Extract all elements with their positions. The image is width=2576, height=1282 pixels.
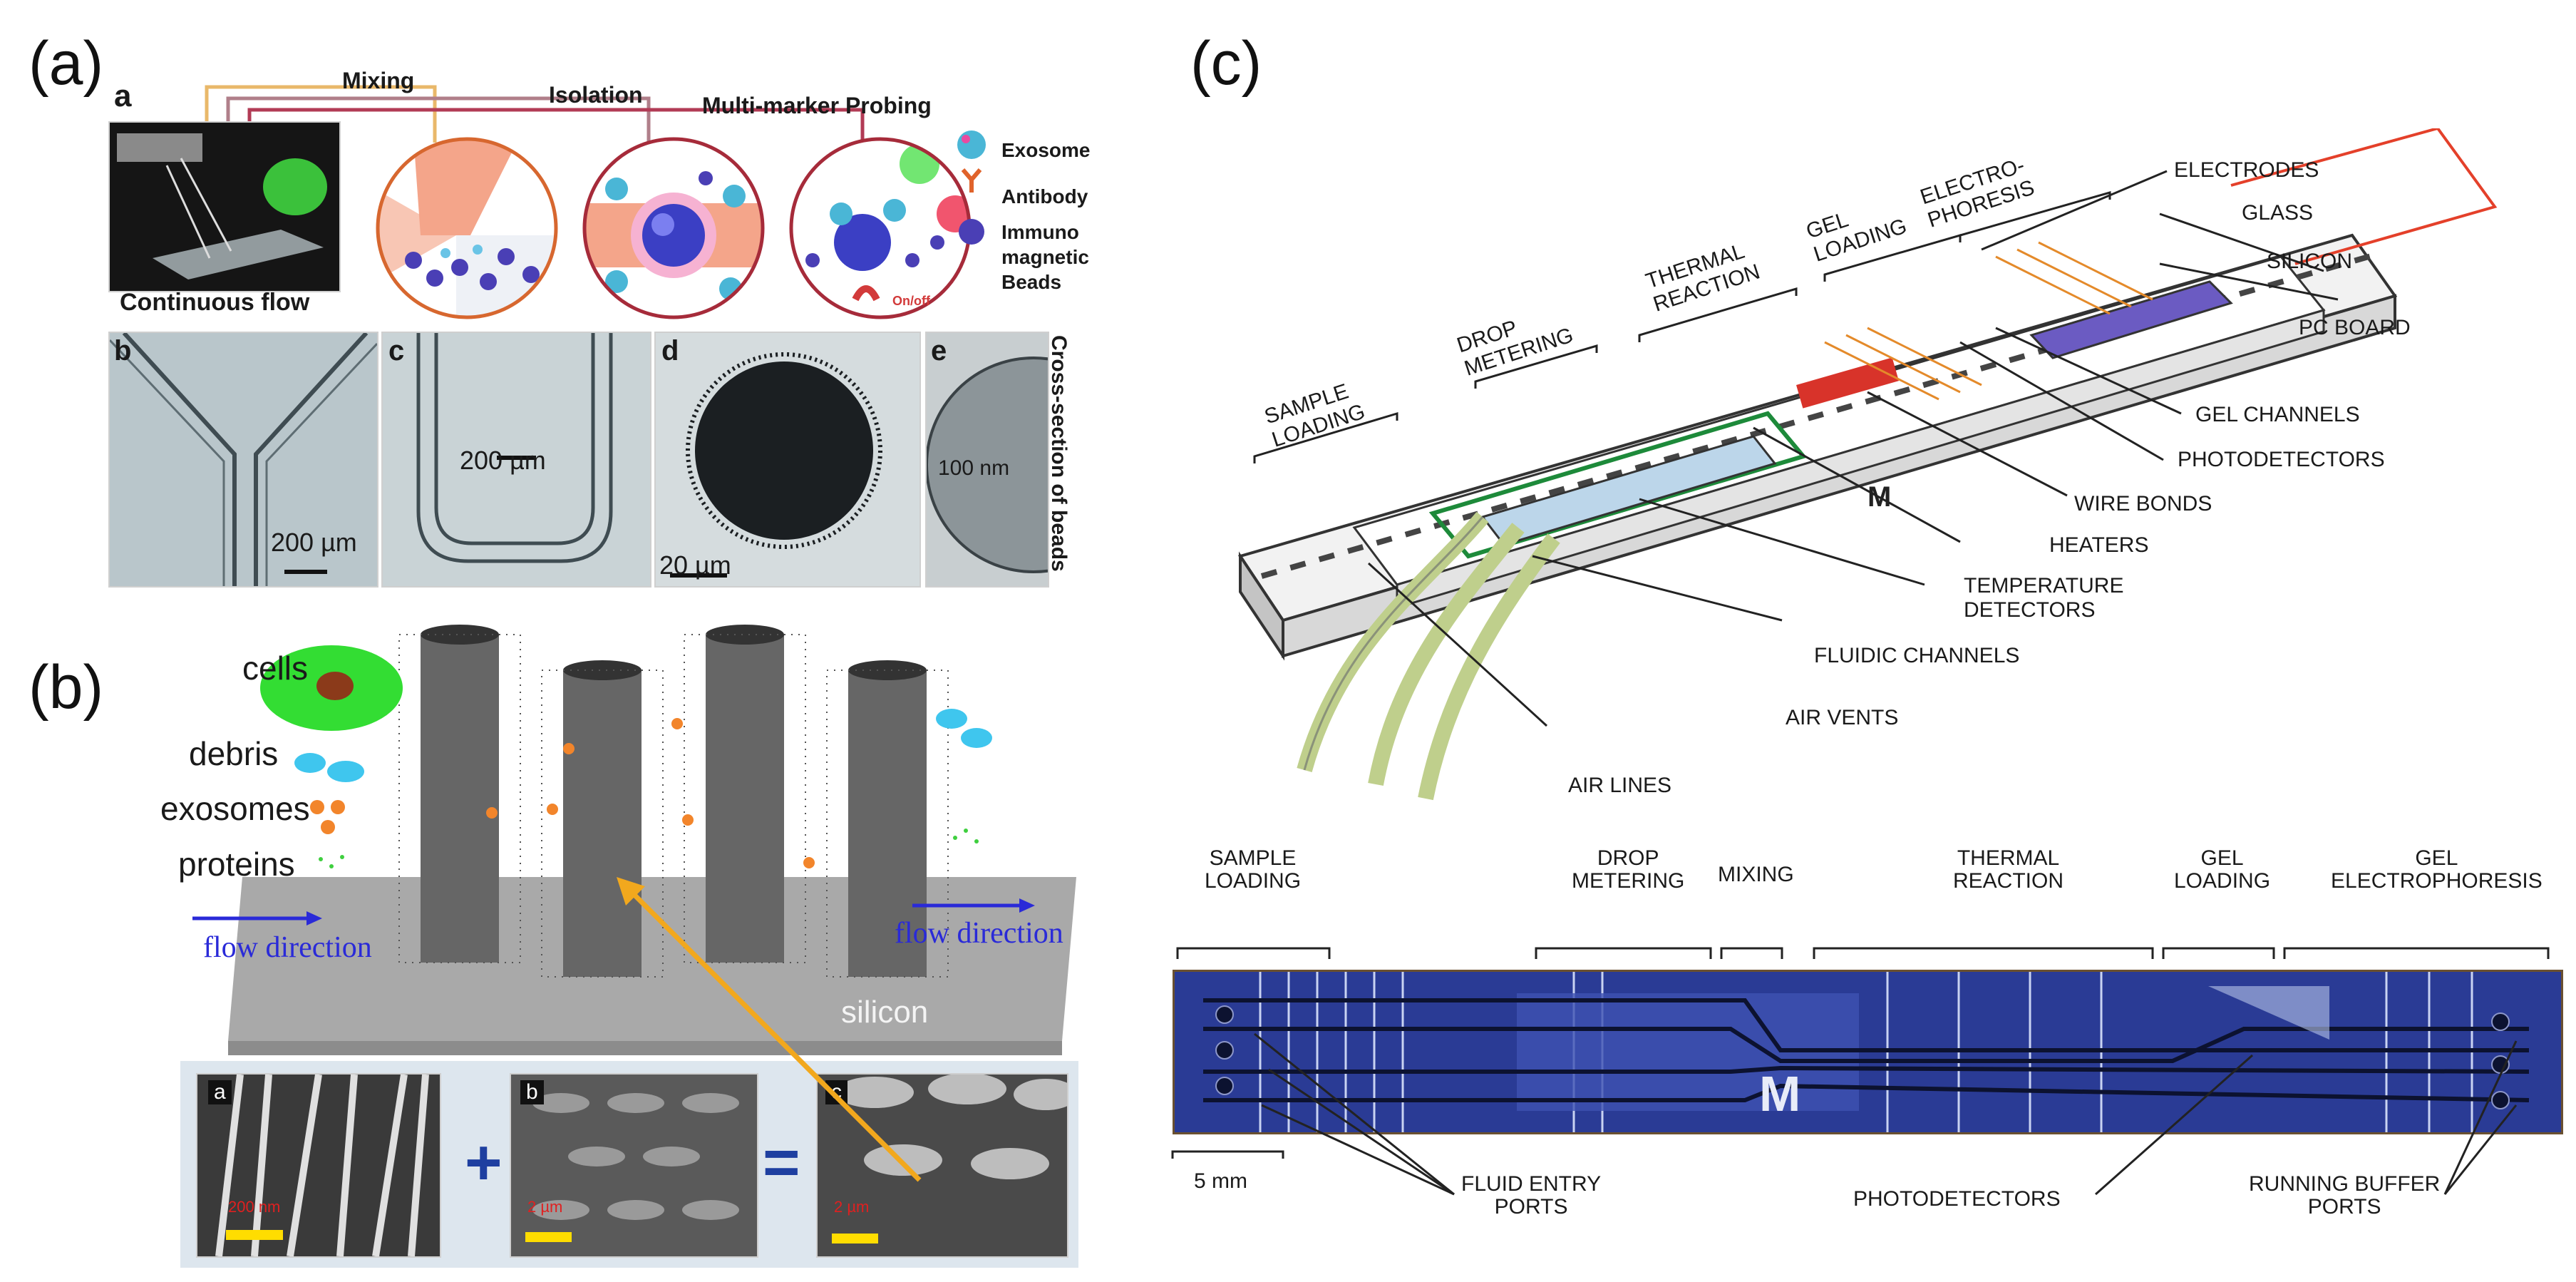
schem-pc-board: PC BOARD bbox=[2299, 316, 2411, 339]
equals-sign: = bbox=[763, 1127, 800, 1199]
zoom-pointer-arrow bbox=[617, 877, 922, 1182]
label-cells: cells bbox=[242, 650, 309, 687]
probing-circle bbox=[789, 137, 972, 319]
legend-icons bbox=[957, 130, 986, 245]
micrograph-b bbox=[108, 332, 378, 588]
sem-a-letter: a bbox=[208, 1080, 232, 1104]
device-photo bbox=[108, 121, 341, 292]
schem-silicon: SILICON bbox=[2267, 250, 2353, 273]
schem-heaters: HEATERS bbox=[2049, 533, 2149, 557]
schem-wire-bonds: WIRE BONDS bbox=[2074, 492, 2212, 516]
sem-b-letter: b bbox=[520, 1080, 544, 1104]
panel-b-letter: (b) bbox=[29, 653, 104, 722]
micrograph-d-letter: d bbox=[661, 335, 679, 366]
chip-scale-label: 5 mm bbox=[1194, 1169, 1247, 1193]
substrate-label: silicon bbox=[841, 995, 929, 1030]
sem-c-scale: 2 µm bbox=[834, 1198, 870, 1216]
pillar bbox=[541, 660, 664, 978]
micrograph-e-letter: e bbox=[931, 335, 947, 366]
micrograph-d-scale: 20 µm bbox=[659, 550, 731, 580]
flow-label-left: flow direction bbox=[203, 931, 372, 964]
pillar bbox=[826, 660, 949, 978]
chip-schematic: M bbox=[1237, 128, 2498, 801]
panel-a-letter: (a) bbox=[29, 29, 104, 98]
label-debris: debris bbox=[189, 735, 279, 772]
schem-air-lines: AIR LINES bbox=[1568, 774, 1672, 797]
label-proteins: proteins bbox=[178, 846, 295, 883]
nanowire-diagram bbox=[192, 625, 1076, 1055]
stage-label-probing: Multi-marker Probing bbox=[702, 93, 932, 118]
sem-b-scale: 2 µm bbox=[527, 1198, 563, 1216]
stage-circles bbox=[376, 137, 972, 319]
flow-label-right: flow direction bbox=[895, 917, 1063, 950]
legend-antibody: Antibody bbox=[1001, 185, 1088, 207]
micrograph-e-side-label: Cross-section of beads bbox=[1047, 335, 1071, 572]
legend-magnetic: magnetic bbox=[1001, 246, 1089, 268]
chip-photo-mark: M bbox=[1759, 1066, 1800, 1122]
legend-beads: Beads bbox=[1001, 271, 1062, 293]
micrograph-e bbox=[925, 332, 1049, 588]
schem-fluidic-channels: FLUIDIC CHANNELS bbox=[1814, 644, 2020, 667]
plus-sign: + bbox=[465, 1127, 503, 1199]
section-brackets bbox=[1176, 947, 2550, 959]
chip-scale-bar bbox=[1171, 1150, 1284, 1159]
sem-image-a bbox=[196, 1073, 441, 1258]
isolation-circle bbox=[582, 137, 765, 319]
schem-electrodes: ELECTRODES bbox=[2174, 158, 2319, 182]
micrograph-b-letter: b bbox=[114, 335, 132, 366]
chip-photo: M bbox=[1173, 970, 2563, 1134]
legend-immuno: Immuno bbox=[1001, 221, 1079, 243]
micrograph-d bbox=[654, 332, 921, 588]
label-exosomes: exosomes bbox=[160, 790, 310, 827]
magnet-label: On/off bbox=[892, 294, 930, 308]
photo-photodetectors: PHOTODETECTORS bbox=[1853, 1187, 2061, 1211]
photo-label-mixing: MIXING bbox=[1718, 863, 1794, 886]
micrograph-b-scale: 200 µm bbox=[271, 528, 357, 557]
mixing-circle bbox=[376, 137, 558, 319]
micrograph-c-scale: 200 µm bbox=[460, 446, 546, 475]
schem-glass: GLASS bbox=[2242, 201, 2314, 225]
chip-mark: M bbox=[1867, 481, 1891, 513]
sem-image-c bbox=[816, 1073, 1068, 1258]
micrograph-c bbox=[381, 332, 651, 588]
sem-image-b bbox=[510, 1073, 758, 1258]
micrograph-c-letter: c bbox=[388, 335, 405, 366]
panel-a-sub-letter: a bbox=[114, 78, 132, 113]
legend-exosome: Exosome bbox=[1001, 139, 1091, 161]
pillar bbox=[684, 625, 806, 963]
callout-leaders bbox=[1254, 1032, 2518, 1196]
sem-a-scale: 200 nm bbox=[228, 1198, 281, 1216]
schem-photodetectors: PHOTODETECTORS bbox=[2178, 448, 2385, 471]
stage-label-mixing: Mixing bbox=[342, 68, 415, 93]
schem-air-vents: AIR VENTS bbox=[1786, 706, 1899, 729]
pillar bbox=[398, 625, 521, 963]
stage-label-isolation: Isolation bbox=[549, 82, 643, 108]
micrograph-e-scale: 100 nm bbox=[938, 456, 1010, 480]
panel-c-letter: (c) bbox=[1190, 29, 1262, 98]
schem-gel-channels: GEL CHANNELS bbox=[2195, 403, 2360, 426]
photo-caption: Continuous flow bbox=[120, 289, 310, 316]
